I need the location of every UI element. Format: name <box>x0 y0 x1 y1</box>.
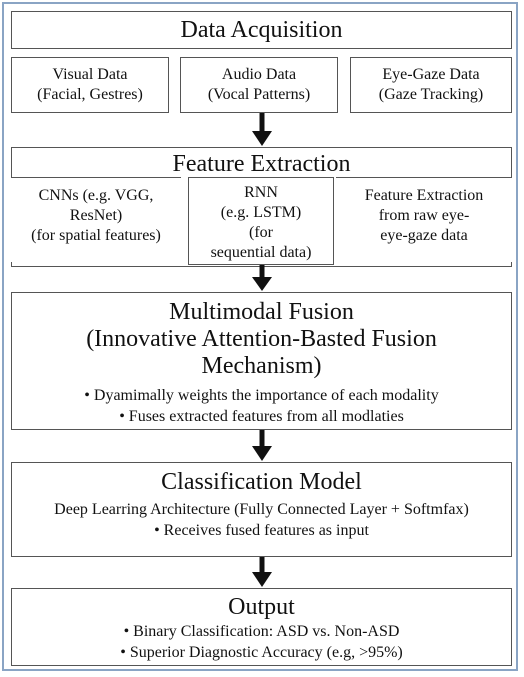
eye-gaze-data-box: Eye-Gaze Data (Gaze Tracking) <box>350 57 512 113</box>
audio-data-label: Audio Data (Vocal Patterns) <box>207 66 311 103</box>
audio-data-box: Audio Data (Vocal Patterns) <box>180 57 338 113</box>
data-acquisition-title: Data Acquisition <box>180 17 343 43</box>
multimodal-fusion-box: Multimodal Fusion (Innovative Attention-… <box>11 292 512 430</box>
classification-bullet: • Receives fused features as input <box>154 522 369 539</box>
output-bullet-binary: • Binary Classification: ASD vs. Non-ASD <box>123 623 400 640</box>
cnn-method-box: CNNs (e.g. VGG, ResNet) (for spatial fea… <box>11 177 181 262</box>
output-bullet-accuracy: • Superior Diagnostic Accuracy (e.g, >95… <box>120 644 403 661</box>
eye-gaze-method-label: Feature Extraction from raw eye- eye-gaz… <box>364 187 484 244</box>
eye-gaze-data-label: Eye-Gaze Data (Gaze Tracking) <box>378 66 484 103</box>
multimodal-fusion-title: Multimodal Fusion (Innovative Attention-… <box>86 299 437 379</box>
visual-data-box: Visual Data (Facial, Gestres) <box>11 57 169 113</box>
classification-subtitle: Deep Learring Architecture (Fully Connec… <box>54 501 469 518</box>
fusion-bullet-weighting: • Dyamimally weights the importance of e… <box>84 387 439 404</box>
cnn-method-label: CNNs (e.g. VGG, ResNet) (for spatial fea… <box>31 187 161 244</box>
data-acquisition-header: Data Acquisition <box>11 11 512 49</box>
arrow-fusion-to-classification <box>252 430 272 461</box>
arrow-acquisition-to-extraction <box>252 113 272 146</box>
arrow-extraction-to-fusion <box>252 265 272 291</box>
arrow-classification-to-output <box>252 557 272 587</box>
classification-model-title: Classification Model <box>161 469 362 495</box>
output-box: Output • Binary Classification: ASD vs. … <box>11 588 512 666</box>
output-title: Output <box>228 594 295 620</box>
visual-data-label: Visual Data (Facial, Gestres) <box>37 66 143 103</box>
rnn-method-box: RNN (e.g. LSTM) (for sequential data) <box>188 177 334 265</box>
fusion-bullet-fuses: • Fuses extracted features from all modl… <box>119 408 404 425</box>
feature-extraction-title: Feature Extraction <box>172 151 351 177</box>
classification-model-box: Classification Model Deep Learring Archi… <box>11 462 512 557</box>
rnn-method-label: RNN (e.g. LSTM) (for sequential data) <box>210 184 312 261</box>
eye-gaze-method-box: Feature Extraction from raw eye- eye-gaz… <box>336 177 512 262</box>
